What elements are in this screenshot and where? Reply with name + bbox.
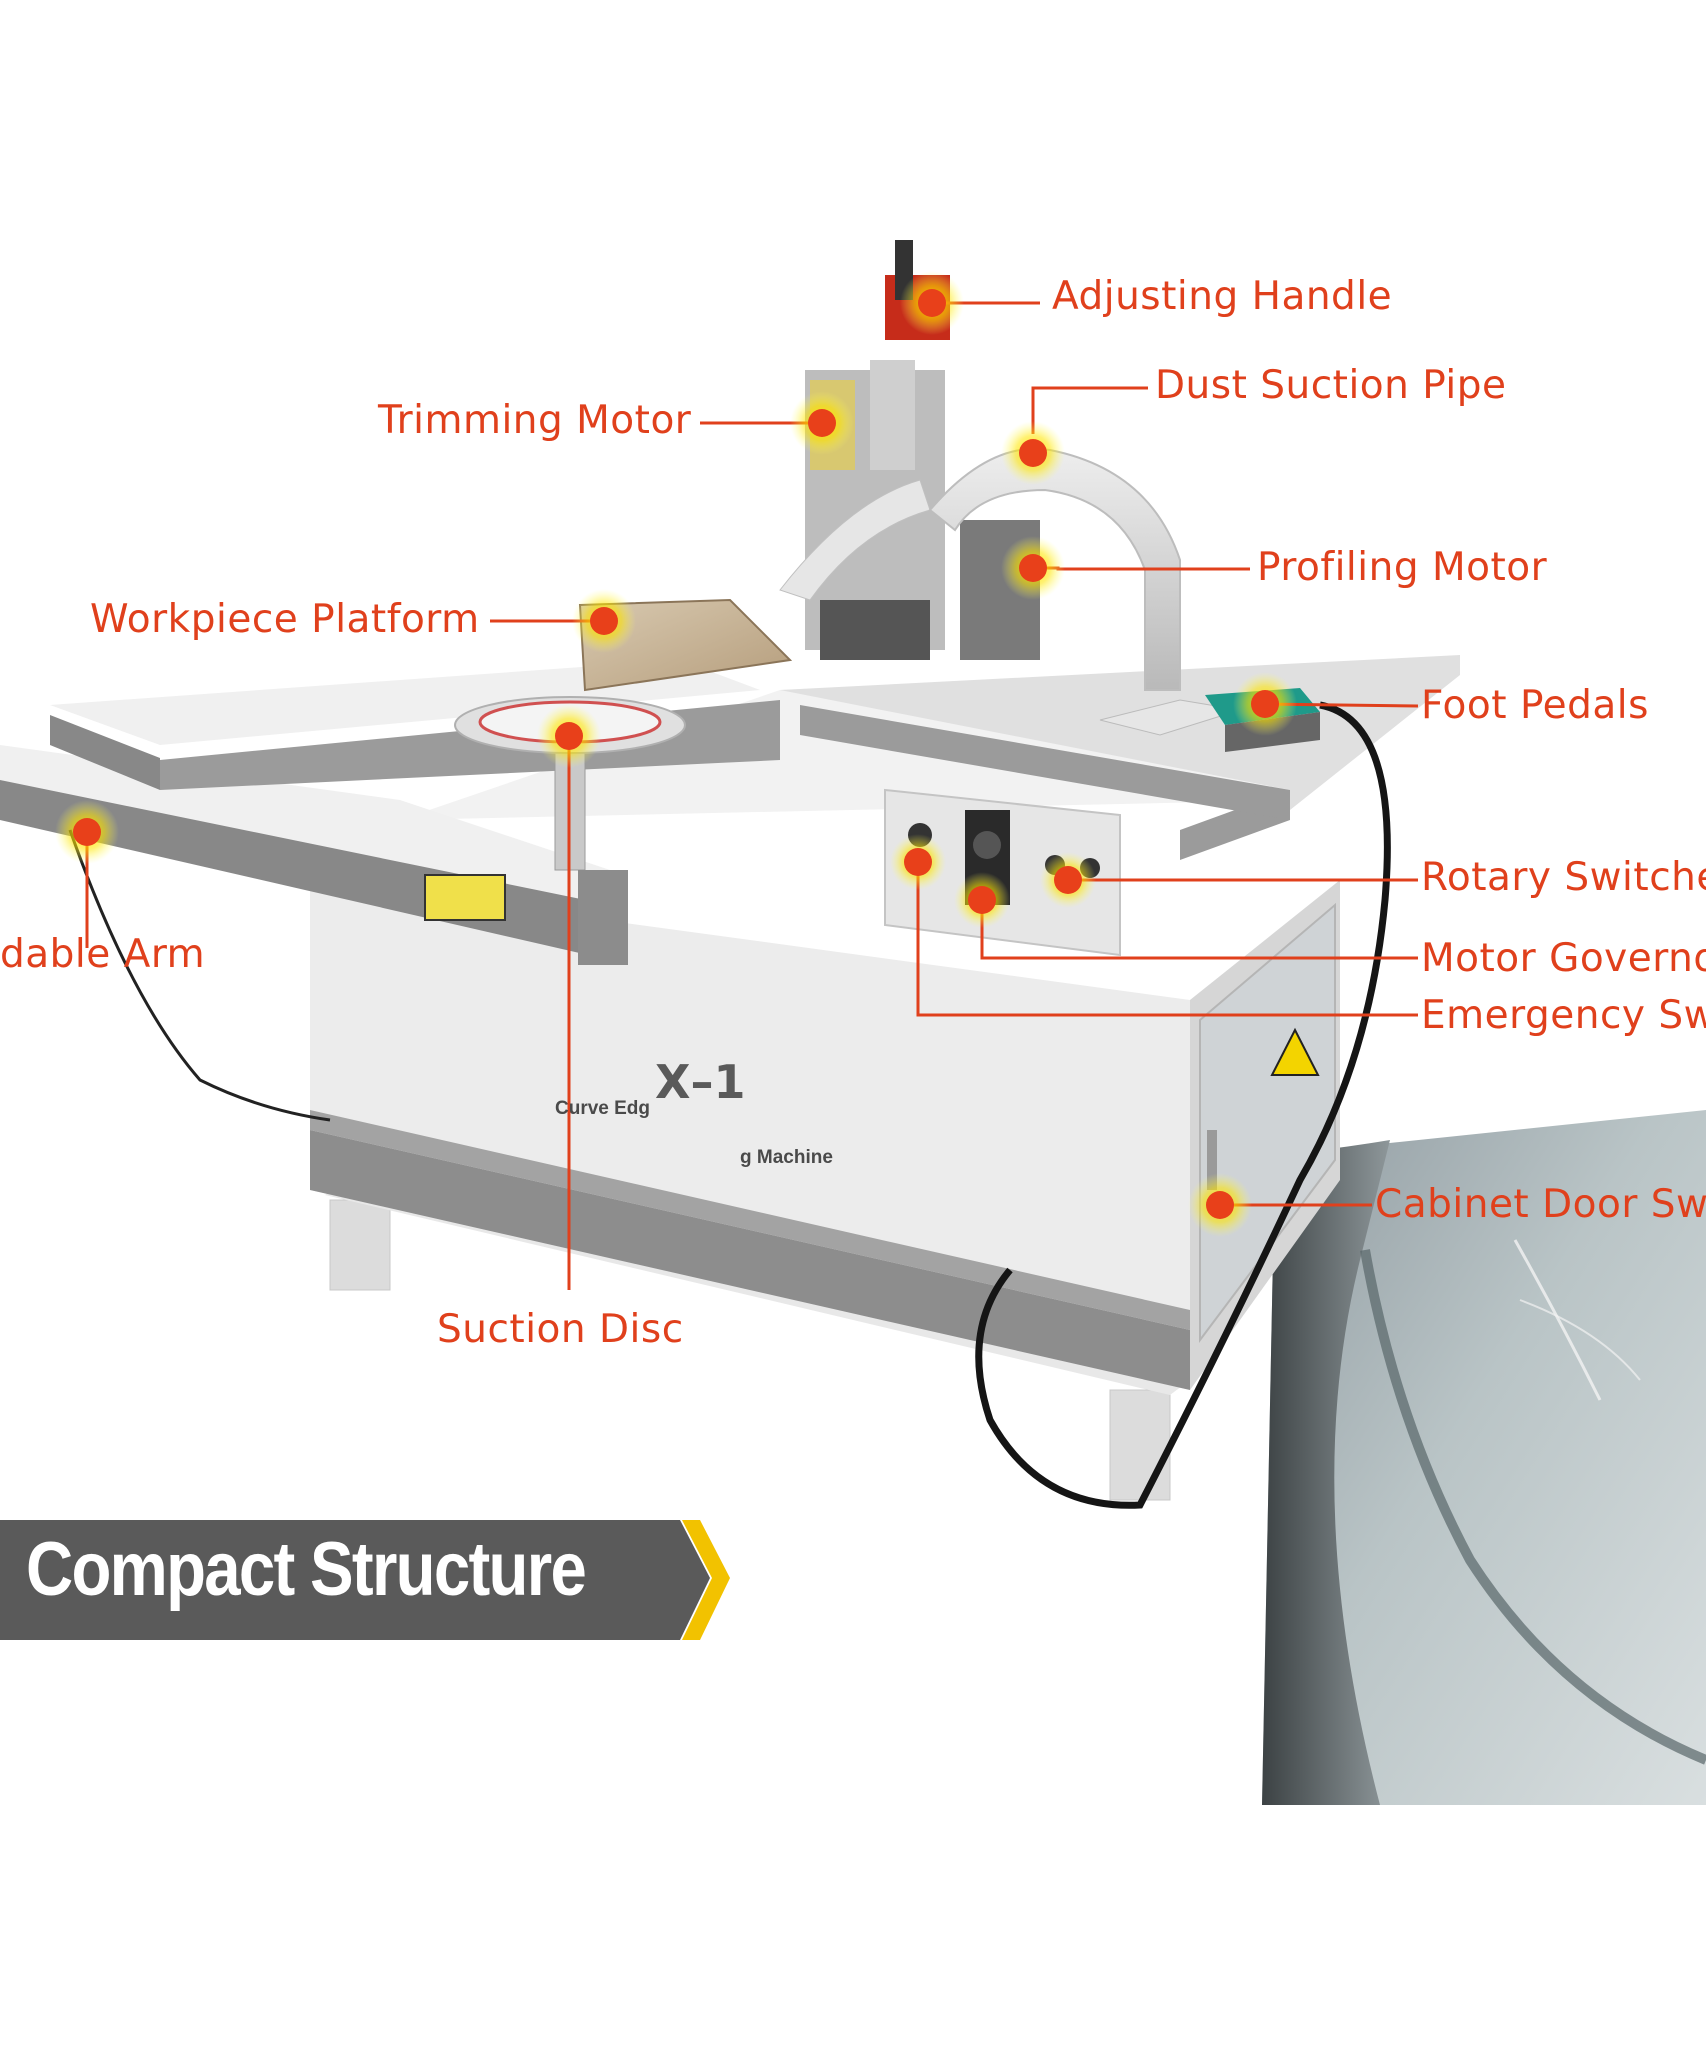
marker-trimming-motor xyxy=(790,391,854,455)
marker-foot-pedals xyxy=(1233,672,1297,736)
marker-suction-disc xyxy=(537,704,601,768)
marker-cabinet-door-switch xyxy=(1188,1173,1252,1237)
banner-compact-structure: Compact Structure xyxy=(26,1527,587,1612)
foldable-arm-shape xyxy=(0,660,780,960)
marker-adjusting-handle xyxy=(900,271,964,335)
machine-cabinet xyxy=(310,880,1340,1390)
label-rotary-switches: Rotary Switche xyxy=(1421,855,1706,900)
label-dust-suction-pipe: Dust Suction Pipe xyxy=(1155,363,1507,408)
marker-foldable-arm xyxy=(55,800,119,864)
label-cabinet-door-switch: Cabinet Door Swi xyxy=(1375,1182,1706,1227)
banner-shape xyxy=(0,1520,730,1640)
marker-dust-suction-pipe xyxy=(1001,421,1065,485)
marker-rotary-switches xyxy=(1040,852,1096,908)
label-suction-disc: Suction Disc xyxy=(437,1307,684,1352)
label-adjusting-handle: Adjusting Handle xyxy=(1052,274,1393,319)
power-cable xyxy=(975,701,1391,1509)
label-foot-pedals: Foot Pedals xyxy=(1421,683,1649,728)
marker-motor-governor xyxy=(954,872,1010,928)
marker-profiling-motor xyxy=(1001,536,1065,600)
label-motor-governor: Motor Governo xyxy=(1421,936,1706,981)
arm-cable xyxy=(68,829,331,1122)
callout-markers xyxy=(55,271,1297,1237)
marker-emergency-switch xyxy=(890,834,946,890)
machine-model-label: X–1 xyxy=(655,1055,746,1109)
edge-closeup-inset xyxy=(1262,1110,1706,1805)
marker-workpiece-platform xyxy=(572,589,636,653)
label-foldable-arm: dable Arm xyxy=(0,932,206,977)
label-trimming-motor: Trimming Motor xyxy=(378,398,692,443)
suction-disc-shape xyxy=(454,696,686,965)
label-workpiece-platform: Workpiece Platform xyxy=(90,597,480,642)
machine-decal-right: g Machine xyxy=(740,1147,833,1168)
label-profiling-motor: Profiling Motor xyxy=(1257,545,1548,590)
label-emergency-switch: Emergency Swi xyxy=(1421,993,1706,1038)
machine-decal-left: Curve Edg xyxy=(555,1098,651,1119)
